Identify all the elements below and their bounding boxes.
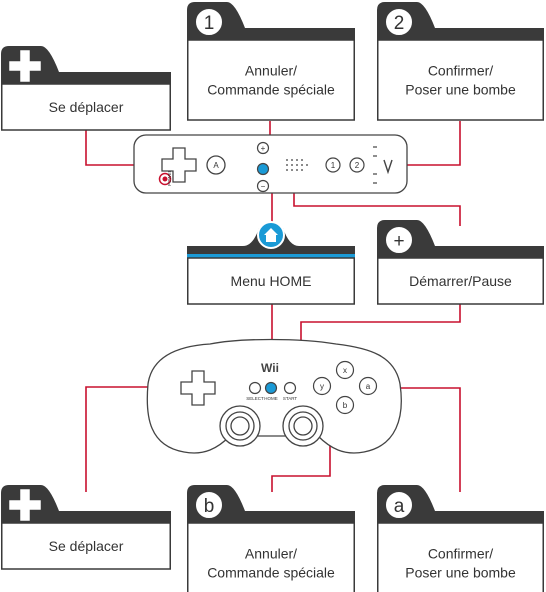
wiimote-1-button <box>325 157 341 173</box>
callout-label-line: Se déplacer <box>49 538 124 554</box>
wiimote-2-label: 2 <box>355 161 360 170</box>
classic-left-stick <box>219 405 261 447</box>
callout-accent-bar <box>187 254 355 258</box>
wiimote-a-button <box>206 155 226 175</box>
callout-header <box>377 220 544 258</box>
classic-select-label: SELECT <box>246 396 264 401</box>
wiimote-plus-button <box>256 141 270 155</box>
callout-label-line: Annuler/ <box>245 63 297 79</box>
classic-a-button <box>358 376 378 396</box>
callout-label-line: Démarrer/Pause <box>409 273 512 289</box>
classic-home-label: HOME <box>264 396 278 401</box>
wiimote-dpad-callout: Se déplacer <box>1 46 171 131</box>
wiimote-logo-mark <box>383 159 393 175</box>
button-badge-icon <box>194 7 224 37</box>
callout-label-line: Poser une bombe <box>405 565 516 581</box>
wiimote-power-label: POWER <box>167 168 172 186</box>
callout-body <box>377 257 544 305</box>
callout-header <box>1 46 171 84</box>
callout-header <box>187 485 355 523</box>
classic-x-button <box>335 360 355 380</box>
classic-controller: Wii SELECT HOME START x y a b <box>146 338 402 454</box>
wiimote-minus-label: − <box>261 182 266 191</box>
classic-a-label: a <box>366 382 371 391</box>
button-badge-label: 2 <box>394 13 405 34</box>
classic-right-stick <box>282 405 324 447</box>
callout-label-line: Annuler/ <box>245 546 297 562</box>
classic-y-button <box>312 376 332 396</box>
classic-x-label: x <box>343 366 347 375</box>
button-badge-label: + <box>393 231 404 252</box>
classic-select-button <box>248 381 262 395</box>
plus-callout: + Démarrer/Pause <box>377 220 544 305</box>
callout-body <box>377 522 544 592</box>
classic-start-button <box>283 381 297 395</box>
callout-body <box>1 522 171 570</box>
callout-label-line: Commande spéciale <box>207 565 335 581</box>
wiimote-power-button <box>158 172 172 186</box>
callout-label-line: Menu HOME <box>231 273 312 289</box>
wiimote-1-label: 1 <box>331 161 336 170</box>
callout-body <box>187 257 355 305</box>
wiimote-player-leds <box>373 146 377 184</box>
callout-label-line: Poser une bombe <box>405 82 516 98</box>
button-badge-icon <box>384 225 414 255</box>
button-badge-icon <box>194 490 224 520</box>
classic-home-button <box>264 381 278 395</box>
wiimote-body <box>133 134 408 194</box>
callout-body <box>1 83 171 131</box>
classic-start-label: START <box>283 396 298 401</box>
wiimote-plus-label: + <box>261 144 266 153</box>
button-badge-label: a <box>394 496 405 517</box>
callout-body <box>187 522 355 592</box>
wiimote-speaker-holes <box>286 159 308 171</box>
classic-b-button <box>335 395 355 415</box>
button-badge-icon <box>384 7 414 37</box>
wiimote: POWER A + − 1 2 <box>133 134 408 194</box>
wiimote-2-button <box>349 157 365 173</box>
classic-dpad-callout: Se déplacer <box>1 485 171 570</box>
classic-b-label: b <box>343 401 348 410</box>
classic-y-label: y <box>320 382 324 391</box>
home-callout: Menu HOME <box>187 221 355 305</box>
callout-body <box>187 39 355 121</box>
button-badge-label: 1 <box>204 13 215 34</box>
home-glyph <box>264 228 278 242</box>
wiimote-a-label: A <box>213 161 219 170</box>
classic-brand-logo: Wii <box>261 361 279 375</box>
callout-header <box>187 2 355 40</box>
callout-label-line: Se déplacer <box>49 99 124 115</box>
wiimote-home-button <box>256 162 270 176</box>
callout-header <box>1 485 171 523</box>
wiimote-minus-button <box>256 179 270 193</box>
callout-label-line: Confirmer/ <box>428 63 493 79</box>
button-badge-icon <box>384 490 414 520</box>
button-badge-label: b <box>204 496 215 517</box>
callout-label-line: Commande spéciale <box>207 82 335 98</box>
callout-label-line: Confirmer/ <box>428 546 493 562</box>
callout-body <box>377 39 544 121</box>
callout-header <box>377 485 544 523</box>
callout-header <box>377 2 544 40</box>
